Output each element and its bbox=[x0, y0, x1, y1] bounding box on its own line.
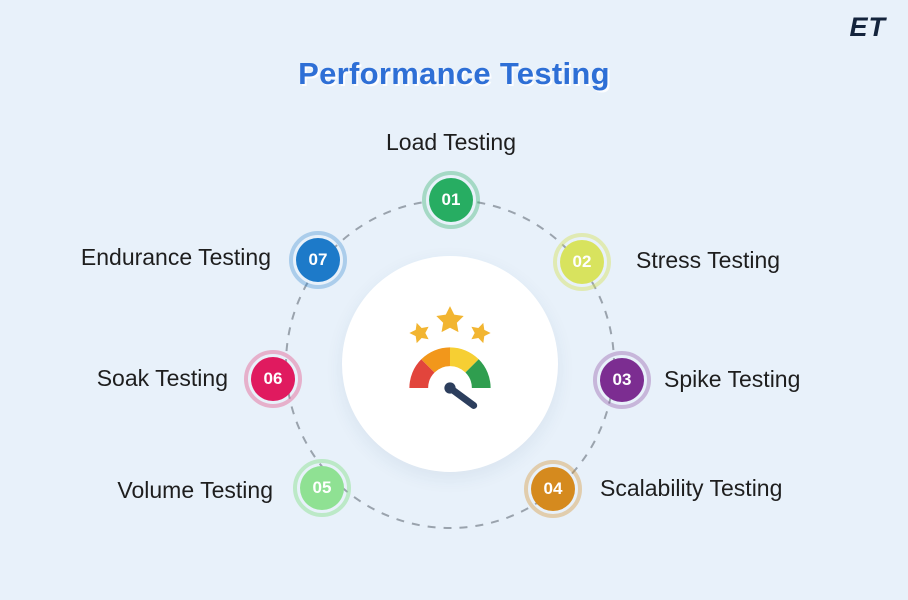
node-03-number: 03 bbox=[612, 370, 632, 389]
label-endurance-testing: Endurance Testing bbox=[80, 244, 271, 270]
node-01: 01 bbox=[422, 171, 480, 229]
label-spike-testing: Spike Testing bbox=[664, 366, 801, 392]
node-06: 06 bbox=[244, 350, 302, 408]
node-05: 05 bbox=[293, 459, 351, 517]
node-04-circle: 04 bbox=[531, 467, 575, 511]
node-05-circle: 05 bbox=[300, 466, 344, 510]
label-volume-testing: Volume Testing bbox=[117, 477, 273, 503]
node-06-circle: 06 bbox=[251, 357, 295, 401]
node-01-circle: 01 bbox=[429, 178, 473, 222]
node-04-number: 04 bbox=[543, 479, 563, 498]
label-soak-testing: Soak Testing bbox=[96, 365, 228, 391]
node-07-number: 07 bbox=[308, 250, 328, 269]
node-07: 07 bbox=[289, 231, 347, 289]
page-title: Performance Testing bbox=[298, 56, 610, 91]
node-05-number: 05 bbox=[312, 478, 332, 497]
node-06-number: 06 bbox=[263, 369, 283, 388]
node-03: 03 bbox=[593, 351, 651, 409]
label-scalability-testing: Scalability Testing bbox=[600, 475, 783, 501]
node-04: 04 bbox=[524, 460, 582, 518]
label-load-testing: Load Testing bbox=[385, 129, 517, 155]
node-02-circle: 02 bbox=[560, 240, 604, 284]
center-circle bbox=[342, 256, 558, 472]
et-logo: ET bbox=[849, 12, 886, 42]
speedometer-icon bbox=[409, 306, 491, 409]
node-01-number: 01 bbox=[441, 190, 461, 209]
node-02: 02 bbox=[553, 233, 611, 291]
node-02-number: 02 bbox=[572, 252, 592, 271]
label-stress-testing: Stress Testing bbox=[636, 247, 781, 273]
node-07-circle: 07 bbox=[296, 238, 340, 282]
node-03-circle: 03 bbox=[600, 358, 644, 402]
